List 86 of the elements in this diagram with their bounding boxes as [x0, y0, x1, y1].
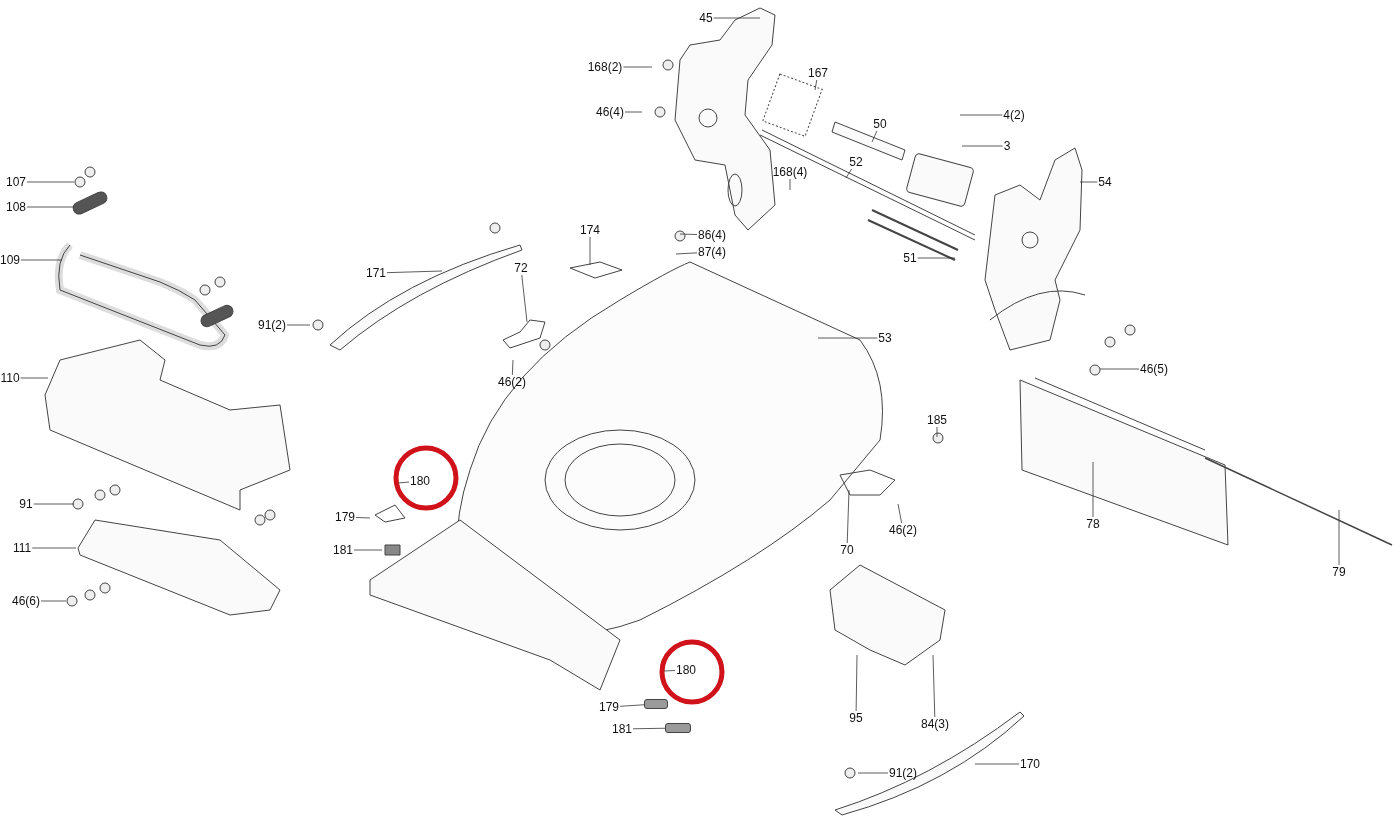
leader-line	[961, 145, 1004, 147]
callout-number: 181	[332, 543, 354, 557]
leader-line	[511, 359, 514, 376]
callout-number: 87(4)	[697, 245, 727, 259]
leader-line	[663, 670, 676, 672]
callout-number: 111	[11, 541, 33, 555]
leader-line	[286, 324, 311, 326]
callout-number: 108	[5, 200, 27, 214]
leader-line	[632, 727, 666, 730]
callout-number: 4(2)	[1002, 108, 1026, 122]
callout-number: 110	[0, 371, 21, 385]
leader-line	[897, 503, 903, 524]
callout-number: 52	[848, 155, 864, 169]
callout-number: 46(2)	[888, 523, 918, 537]
leader-line	[679, 233, 698, 235]
callout-number: 167	[807, 66, 829, 80]
leader-line	[675, 252, 698, 255]
leader-line	[817, 337, 878, 339]
callout-number: 86(4)	[697, 228, 727, 242]
leader-line	[917, 257, 956, 259]
leader-line	[1079, 181, 1098, 183]
small-part	[644, 699, 668, 709]
callout-number: 168(4)	[771, 165, 809, 179]
leader-line	[397, 481, 410, 484]
callout-number: 3	[1002, 139, 1012, 153]
leader-line	[871, 130, 878, 143]
callout-number: 46(4)	[595, 105, 625, 119]
leader-line	[713, 17, 761, 19]
leader-line	[20, 377, 49, 379]
leader-line	[1092, 461, 1094, 518]
leader-line	[959, 114, 1003, 116]
leader-line	[936, 426, 938, 438]
leader-line	[20, 259, 63, 261]
callout-number: 46(2)	[497, 375, 527, 389]
leader-line	[1338, 509, 1340, 566]
leader-line	[789, 178, 791, 191]
leader-line	[26, 181, 75, 183]
leader-line	[26, 206, 75, 208]
leader-line	[857, 772, 889, 774]
leader-line	[619, 704, 645, 707]
callout-number: 107	[5, 175, 27, 189]
leader-line	[355, 517, 371, 519]
leader-line	[40, 600, 67, 602]
small-part	[665, 723, 691, 733]
callout-number: 170	[1019, 757, 1041, 771]
callout-number: 91(2)	[257, 318, 287, 332]
leader-line	[624, 111, 643, 113]
leader-line	[846, 489, 850, 544]
leader-line	[974, 763, 1020, 765]
leader-line	[845, 168, 853, 179]
callout-number: 70	[839, 543, 855, 557]
callout-number: 109	[0, 253, 21, 267]
callout-number: 91	[18, 497, 34, 511]
leader-line	[855, 654, 858, 712]
callout-number: 174	[579, 223, 601, 237]
callout-number: 179	[334, 510, 356, 524]
callout-number: 45	[698, 11, 714, 25]
callout-number: 72	[513, 261, 529, 275]
callout-number: 78	[1085, 517, 1101, 531]
callout-number: 79	[1331, 565, 1347, 579]
leader-line	[31, 547, 77, 549]
callout-number: 50	[872, 117, 888, 131]
callout-number: 171	[365, 266, 387, 280]
leader-line	[353, 549, 383, 551]
leader-line	[589, 236, 591, 266]
callout-number: 51	[902, 251, 918, 265]
callout-number: 46(5)	[1139, 362, 1169, 376]
leader-line	[1099, 368, 1140, 370]
leader-line	[622, 66, 653, 68]
callout-number: 168(2)	[586, 60, 624, 74]
callout-number: 180	[675, 663, 697, 677]
callout-number: 181	[611, 722, 633, 736]
callout-number: 84(3)	[920, 717, 950, 731]
callout-number: 53	[877, 331, 893, 345]
leader-line	[33, 503, 75, 505]
callout-number: 91(2)	[888, 766, 918, 780]
leader-line	[932, 654, 936, 718]
callout-number: 46(6)	[11, 594, 41, 608]
callout-number: 180	[409, 474, 431, 488]
callout-number: 54	[1097, 175, 1113, 189]
leader-line	[521, 274, 528, 323]
leader-line	[814, 79, 818, 91]
callout-number: 179	[598, 700, 620, 714]
callout-number: 95	[848, 711, 864, 725]
leader-line	[386, 270, 443, 274]
callout-number: 185	[926, 413, 948, 427]
